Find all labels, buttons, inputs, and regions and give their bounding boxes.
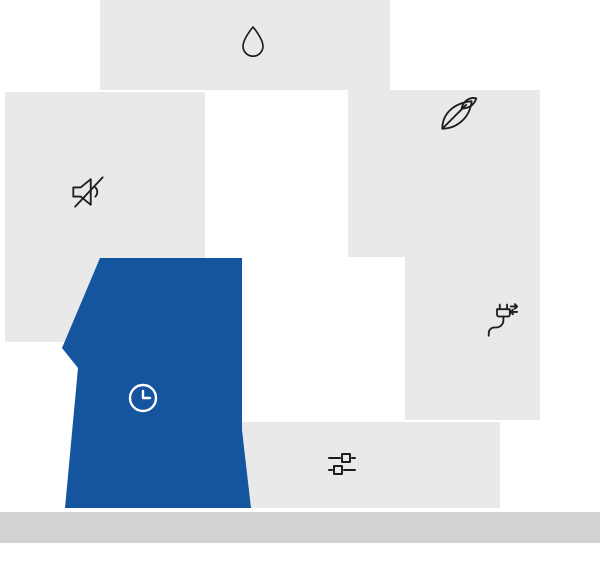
footer-divider-bar xyxy=(0,512,600,543)
leaf-icon xyxy=(435,92,479,136)
tile-timer-selected[interactable] xyxy=(55,255,255,513)
speaker-muted-icon xyxy=(66,170,110,214)
tile-settings[interactable] xyxy=(210,422,500,508)
clock-icon xyxy=(121,376,165,420)
plug-swap-icon xyxy=(475,300,519,344)
tile-water[interactable] xyxy=(100,0,390,90)
tile-connect[interactable] xyxy=(405,90,540,420)
sliders-icon xyxy=(322,444,362,484)
water-drop-icon xyxy=(233,22,273,62)
